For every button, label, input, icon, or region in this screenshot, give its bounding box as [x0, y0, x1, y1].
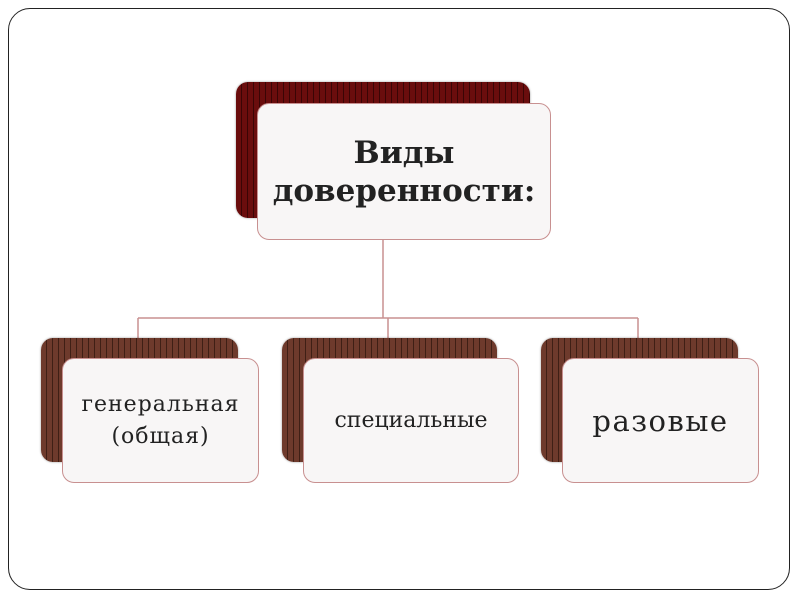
child-node-3: разовые — [562, 358, 759, 483]
child-node-1-label: генеральная (общая) — [81, 391, 240, 449]
root-node-label: Виды доверенности: — [272, 134, 536, 209]
child-node-1: генеральная (общая) — [62, 358, 259, 483]
child-node-2-label: специальные — [334, 408, 488, 433]
child-node-2: специальные — [303, 358, 519, 483]
child-node-3-label: разовые — [592, 403, 729, 438]
root-node: Виды доверенности: — [257, 103, 551, 240]
